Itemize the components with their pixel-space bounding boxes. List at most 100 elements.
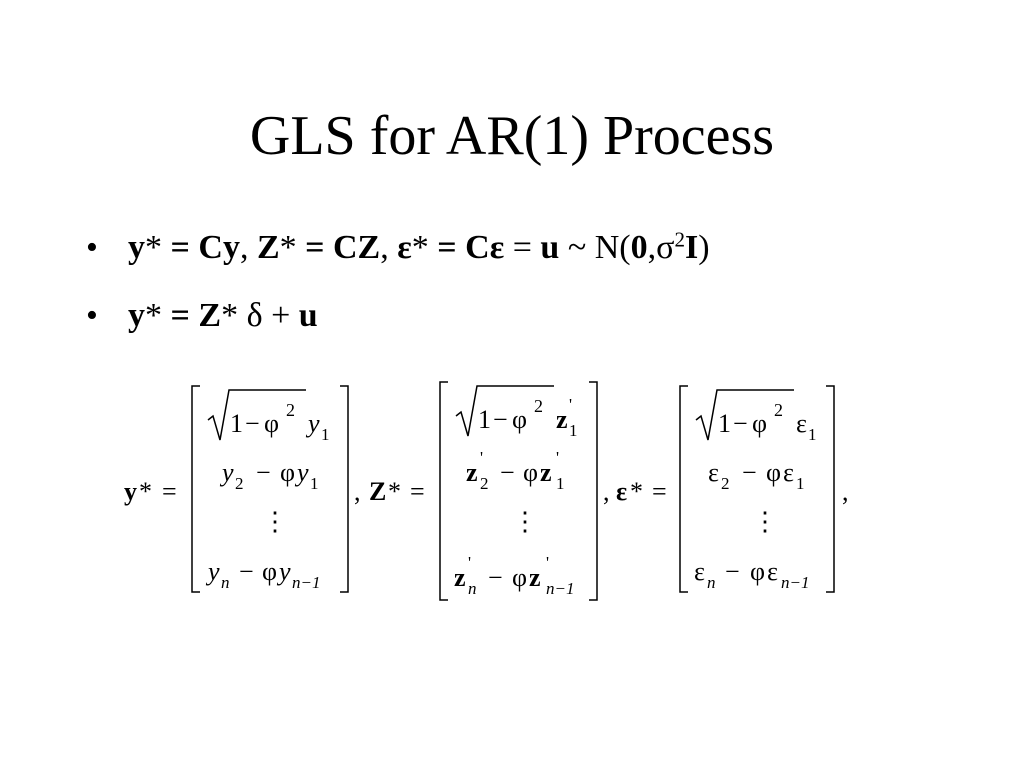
- phi: φ: [766, 458, 781, 487]
- superscript-two: 2: [286, 400, 295, 420]
- prime: ': [546, 553, 549, 572]
- subscript: n−1: [546, 579, 574, 598]
- bullet-marker: •: [86, 229, 98, 266]
- minus: −: [488, 563, 503, 592]
- subscript: n−1: [781, 573, 809, 592]
- subscript: 2: [235, 474, 244, 493]
- y-var: y: [276, 557, 291, 586]
- vertical-dots: ⋮: [752, 507, 778, 536]
- right-bracket: [826, 385, 835, 593]
- bullet-list: • y* = Cy, Z* = CZ, ε* = Cε = u ~ N(0,σ2…: [86, 228, 710, 364]
- bullet-marker: •: [86, 297, 98, 334]
- minus: −: [725, 557, 740, 586]
- one: 1: [718, 409, 731, 438]
- phi: φ: [264, 409, 279, 438]
- y-symbol: y: [222, 229, 240, 266]
- prime: ': [468, 553, 471, 572]
- equals-sign: =: [652, 477, 667, 506]
- equals-symbol: =: [170, 229, 190, 266]
- minus: −: [239, 557, 254, 586]
- phi: φ: [523, 458, 538, 487]
- cz-symbol: CZ: [333, 229, 381, 266]
- phi: φ: [512, 405, 527, 434]
- z-var: z: [556, 405, 568, 434]
- superscript-two: 2: [774, 400, 783, 420]
- superscript-two: 2: [534, 396, 543, 416]
- minus: −: [742, 458, 757, 487]
- z-var: z: [454, 563, 466, 592]
- subscript: n−1: [292, 573, 320, 592]
- y-var: y: [219, 458, 234, 487]
- u-symbol: u: [298, 297, 318, 334]
- z-var: z: [540, 458, 552, 487]
- equals-symbol: =: [170, 297, 190, 334]
- equals-symbol: =: [512, 229, 532, 266]
- equals-symbol: =: [305, 229, 325, 266]
- zero-vector: 0: [630, 229, 648, 266]
- separator-comma: ,: [354, 477, 361, 506]
- subscript: 1: [310, 474, 319, 493]
- y-var: y: [305, 409, 320, 438]
- c-epsilon-symbol: Cε: [465, 229, 505, 266]
- subscript: 1: [321, 425, 330, 444]
- z-var: z: [466, 458, 478, 487]
- subscript: n: [221, 573, 230, 592]
- c-symbol: C: [198, 229, 223, 266]
- subscript: 1: [556, 474, 565, 493]
- equation-z-star: Z * = 1 − φ 2 z ' 1 z ' 2 − φ z ' 1 ⋮ z …: [369, 381, 610, 601]
- separator-comma: ,: [842, 477, 849, 506]
- y-symbol: y: [128, 297, 145, 334]
- tilde-symbol: ~: [567, 229, 587, 266]
- epsilon-var: ε: [708, 458, 719, 487]
- subscript: 1: [569, 421, 578, 440]
- bullet-transformed-model: • y* = Z* δ + u: [86, 296, 710, 336]
- phi: φ: [262, 557, 277, 586]
- lhs-variable: y: [124, 477, 137, 506]
- lhs-variable: ε: [616, 477, 627, 506]
- star-symbol: *: [145, 297, 162, 334]
- vertical-dots: ⋮: [262, 507, 288, 536]
- epsilon-symbol: ε: [397, 229, 412, 266]
- normal-dist-open: N(: [594, 229, 631, 266]
- epsilon-var: ε: [783, 458, 794, 487]
- z-symbol: Z: [256, 229, 280, 266]
- minus: −: [493, 405, 508, 434]
- identity-matrix: I: [685, 229, 699, 266]
- u-symbol: u: [540, 229, 560, 266]
- equals-sign: =: [410, 477, 425, 506]
- lhs-variable: Z: [369, 477, 386, 506]
- one: 1: [478, 405, 491, 434]
- left-bracket: [439, 381, 448, 601]
- lhs-star: *: [630, 477, 643, 506]
- equals-sign: =: [162, 477, 177, 506]
- vertical-dots: ⋮: [512, 507, 538, 536]
- delta-symbol: δ: [246, 297, 263, 334]
- left-bracket: [679, 385, 688, 593]
- star-symbol: *: [411, 229, 429, 266]
- bullet-transformed-definitions: • y* = Cy, Z* = CZ, ε* = Cε = u ~ N(0,σ2…: [86, 228, 710, 268]
- star-symbol: *: [279, 229, 297, 266]
- phi: φ: [280, 458, 295, 487]
- star-symbol: *: [221, 297, 239, 334]
- left-bracket: [191, 385, 200, 593]
- slide-title: GLS for AR(1) Process: [249, 105, 775, 167]
- lhs-star: *: [139, 477, 152, 506]
- sqrt-sign: [455, 385, 554, 437]
- subscript: n: [707, 573, 716, 592]
- equation-y-star: y * = 1 − φ 2 y 1 y 2 − φ y 1 ⋮ y n − φ …: [124, 385, 361, 593]
- z-var: z: [529, 563, 541, 592]
- sqrt-sign: [695, 389, 794, 441]
- subscript: n: [468, 579, 477, 598]
- separator-comma: ,: [603, 477, 610, 506]
- phi: φ: [752, 409, 767, 438]
- comma: ,: [647, 229, 657, 266]
- minus: −: [500, 458, 515, 487]
- y-var: y: [294, 458, 309, 487]
- epsilon-var: ε: [767, 557, 778, 586]
- phi: φ: [750, 557, 765, 586]
- z-symbol: Z: [198, 297, 222, 334]
- equation-epsilon-star: ε * = 1 − φ 2 ε 1 ε 2 − φ ε 1 ⋮ ε n − φ …: [616, 385, 849, 593]
- prime: ': [556, 448, 559, 467]
- lhs-star: *: [388, 477, 401, 506]
